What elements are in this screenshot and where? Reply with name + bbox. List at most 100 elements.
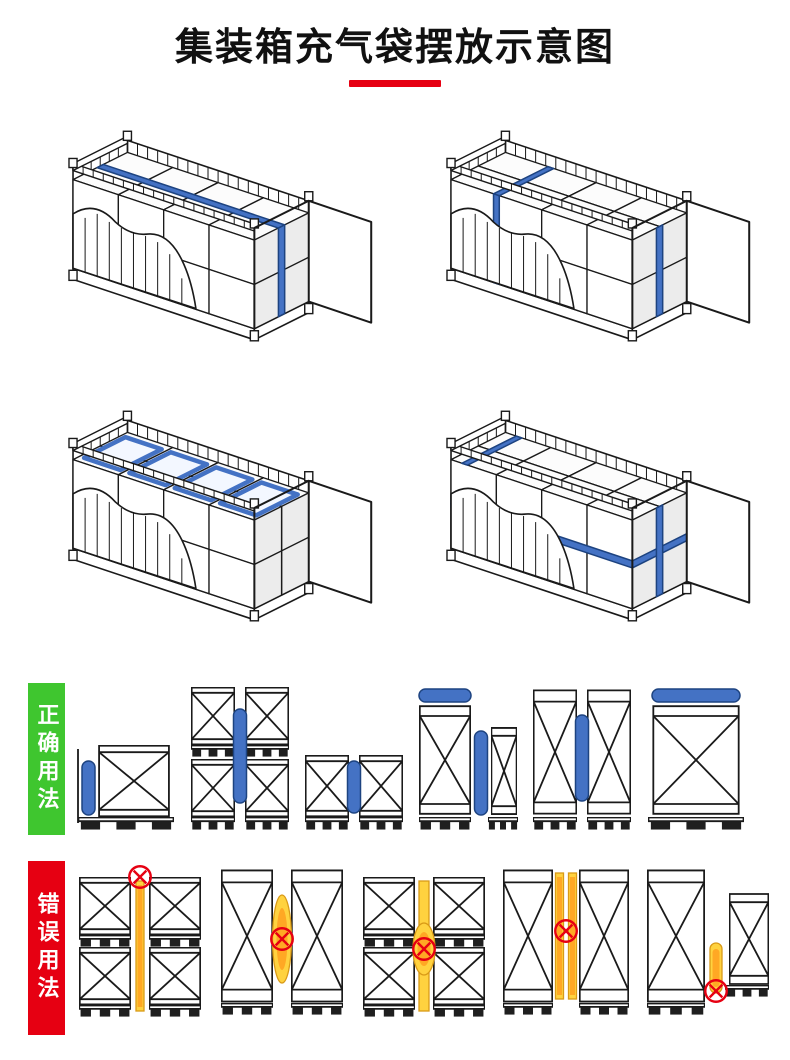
crate <box>191 759 235 817</box>
crate <box>305 755 349 817</box>
page-title: 集装箱充气袋摆放示意图 <box>174 27 615 69</box>
pallet <box>245 817 289 830</box>
cutaway-front-wall <box>72 487 197 590</box>
crate <box>419 705 471 815</box>
container-illustration-bag-mid-height <box>446 410 751 622</box>
door-frame <box>631 479 688 609</box>
crate <box>359 755 403 817</box>
air-bag-shape <box>81 434 164 473</box>
crate <box>533 689 577 815</box>
pallet <box>221 1003 273 1015</box>
pallet <box>191 817 235 830</box>
wrong-panel-3 <box>363 877 485 1017</box>
container-door <box>685 479 751 604</box>
crate <box>491 727 517 815</box>
air-bag <box>574 714 590 802</box>
pallet <box>79 1005 131 1017</box>
wrong-panel-1 <box>79 865 201 1017</box>
pallet <box>419 817 471 830</box>
pallet <box>433 935 485 947</box>
crate <box>221 869 273 1003</box>
crate <box>291 869 343 1003</box>
air-bag-shape <box>655 504 664 598</box>
crate <box>98 745 170 817</box>
pallet <box>503 1003 553 1015</box>
correct-panel-3 <box>305 755 403 830</box>
pallet <box>587 817 631 830</box>
pallet <box>79 935 131 947</box>
air-bag-shape <box>277 224 286 318</box>
crate <box>149 947 201 1005</box>
air-bag <box>346 760 362 814</box>
wrong-panel-2 <box>221 869 343 1015</box>
pallet <box>291 1003 343 1015</box>
door-frame <box>253 479 310 609</box>
crate <box>363 947 415 1005</box>
container-door <box>307 479 373 604</box>
air-bag-horizontal <box>651 688 741 703</box>
wrong-panel-5 <box>647 869 769 1015</box>
wrong-usage-label: 错误用法 <box>28 861 65 1035</box>
air-bag-shape <box>172 465 255 503</box>
pallet <box>78 817 174 830</box>
pallet <box>191 745 235 757</box>
crate <box>652 705 740 815</box>
pallet <box>359 817 403 830</box>
pallet <box>648 817 744 830</box>
pallet <box>363 935 415 947</box>
wrong-usage-section: 错误用法 <box>0 861 790 1035</box>
pallet <box>305 817 349 830</box>
correct-panel-5 <box>533 689 631 830</box>
door-frame <box>253 199 310 329</box>
crate <box>433 877 485 935</box>
cutaway-front-wall <box>450 487 575 590</box>
crate <box>503 869 553 1003</box>
air-bag-core <box>137 885 143 1007</box>
container-door <box>685 199 751 324</box>
crate <box>245 687 289 745</box>
pallet <box>433 1005 485 1017</box>
pallet <box>725 985 769 997</box>
correct-usage-label: 正确用法 <box>28 683 65 835</box>
pallet <box>533 817 577 830</box>
cutaway-front-wall <box>450 207 575 310</box>
pallet <box>245 745 289 757</box>
correct-panel-6 <box>648 688 744 830</box>
air-bag-shape <box>655 224 664 318</box>
wrong-panel-4 <box>503 869 629 1015</box>
pallet <box>647 1003 705 1015</box>
pallet <box>363 1005 415 1017</box>
correct-panel-4 <box>418 688 518 830</box>
container-door <box>307 199 373 324</box>
corner-fittings <box>446 130 692 229</box>
cutaway-front-wall <box>72 207 197 310</box>
crate <box>729 893 769 985</box>
header: 集装箱充气袋摆放示意图 <box>0 0 790 87</box>
container-illustrations <box>17 95 773 647</box>
crate <box>79 877 131 935</box>
correct-panel-2 <box>191 687 289 830</box>
crate <box>363 877 415 935</box>
pallet <box>149 1005 201 1017</box>
crate <box>191 687 235 745</box>
door-frame <box>631 199 688 329</box>
container-base-rail <box>446 547 692 622</box>
crate <box>587 689 631 815</box>
crate <box>149 877 201 935</box>
pallet <box>149 935 201 947</box>
air-bag-shape <box>127 450 210 488</box>
crate <box>647 869 705 1003</box>
container-illustration-bag-between-rows <box>68 130 373 342</box>
air-bag <box>96 163 286 318</box>
container-illustration-bag-across-width <box>446 130 751 342</box>
pallet <box>488 817 518 830</box>
air-bag <box>232 708 248 804</box>
correct-panel-1 <box>77 745 174 830</box>
air-bag-core <box>712 949 720 987</box>
air-bag <box>81 760 96 816</box>
title-underline <box>349 80 441 87</box>
container-base-rail <box>68 267 314 342</box>
crate <box>579 869 629 1003</box>
crate <box>245 759 289 817</box>
